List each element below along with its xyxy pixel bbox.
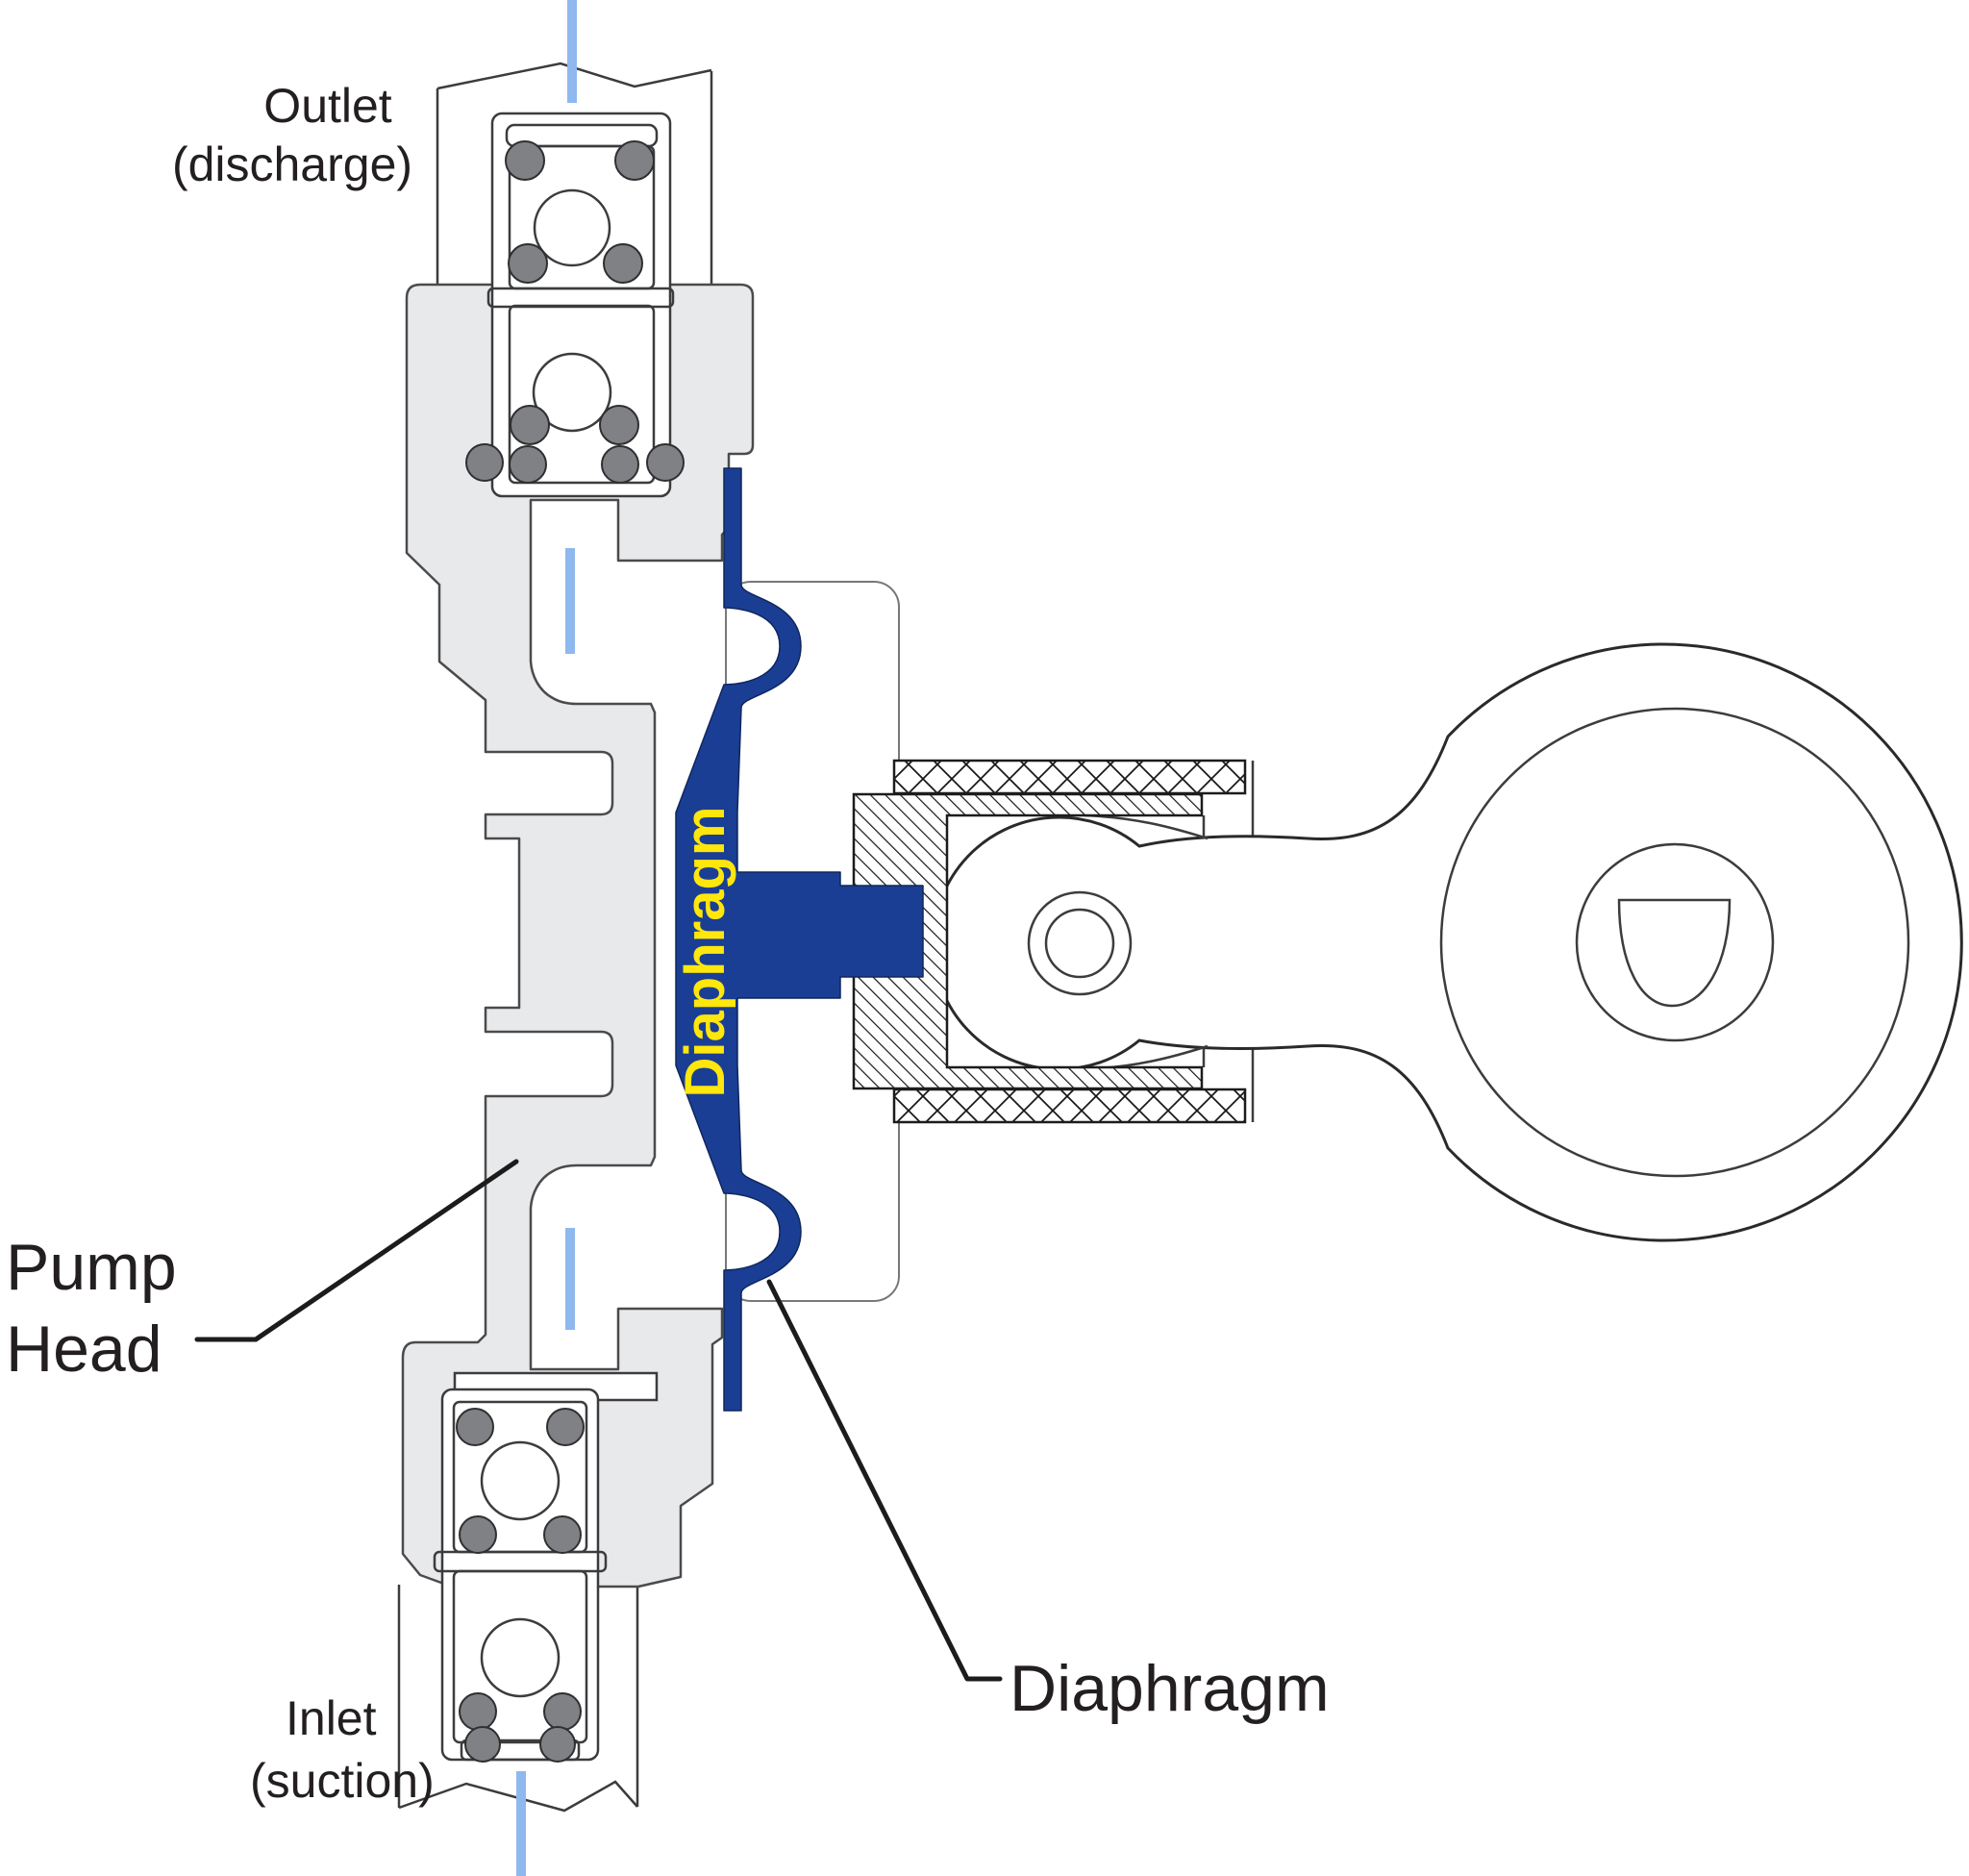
outlet-pipe-break-line bbox=[436, 62, 712, 90]
o-ring bbox=[509, 445, 547, 484]
o-ring bbox=[459, 1515, 497, 1554]
inlet-valve-separator bbox=[433, 1550, 608, 1573]
o-ring bbox=[539, 1726, 576, 1763]
pump-head-leader-line bbox=[194, 1159, 519, 1342]
inlet-label-line1: Inlet bbox=[286, 1691, 377, 1745]
inlet-valve-ball-upper bbox=[480, 1440, 561, 1521]
outlet-check-valve bbox=[486, 112, 675, 498]
piston-sleeve bbox=[892, 759, 1255, 1124]
o-ring bbox=[599, 405, 639, 445]
diaphragm bbox=[675, 467, 924, 1412]
piston bbox=[852, 792, 1204, 1090]
pump-head-label-line1: Pump bbox=[6, 1231, 177, 1304]
diaphragm-callout-label: Diaphragm bbox=[1009, 1652, 1330, 1725]
outlet-valve-ball-upper bbox=[533, 188, 611, 267]
inlet-check-valve bbox=[433, 1371, 659, 1762]
o-ring bbox=[614, 140, 655, 181]
shaft-d-hole bbox=[1617, 898, 1732, 1008]
o-ring bbox=[459, 1692, 497, 1731]
sleeve-band-top bbox=[892, 759, 1247, 795]
o-ring bbox=[546, 1408, 585, 1446]
o-ring bbox=[646, 443, 685, 482]
diaphragm-leader-line bbox=[766, 1279, 1003, 1682]
pump-head-body bbox=[401, 283, 755, 1588]
flow-centerlines bbox=[516, 0, 577, 1876]
o-ring bbox=[456, 1408, 494, 1446]
outlet-label-line1: Outlet bbox=[263, 79, 392, 133]
inlet-valve-ball-lower bbox=[480, 1617, 561, 1698]
o-ring bbox=[603, 243, 643, 284]
outlet-label-line2: (discharge) bbox=[172, 138, 412, 191]
inlet-pipe-break-line bbox=[398, 1780, 638, 1813]
inlet-label-line2: (suction) bbox=[250, 1754, 435, 1808]
o-ring bbox=[543, 1692, 582, 1731]
o-ring bbox=[601, 445, 639, 484]
diaphragm-part-label: Diaphragm bbox=[674, 807, 736, 1098]
o-ring bbox=[465, 443, 504, 482]
o-ring bbox=[508, 243, 548, 284]
o-ring bbox=[464, 1726, 501, 1763]
o-ring bbox=[543, 1515, 582, 1554]
o-ring-seals bbox=[456, 140, 685, 1763]
sleeve-band-bottom bbox=[892, 1088, 1247, 1124]
o-ring bbox=[510, 405, 550, 445]
outlet-valve-separator bbox=[486, 287, 675, 309]
inlet-valve-seat bbox=[460, 1738, 581, 1762]
outlet-valve-ball-lower bbox=[532, 352, 612, 433]
pump-head-label-line2: Head bbox=[6, 1313, 162, 1386]
eccentric-bore bbox=[1439, 707, 1910, 1178]
o-ring bbox=[505, 140, 545, 181]
wrist-pin-inner bbox=[1044, 908, 1115, 979]
